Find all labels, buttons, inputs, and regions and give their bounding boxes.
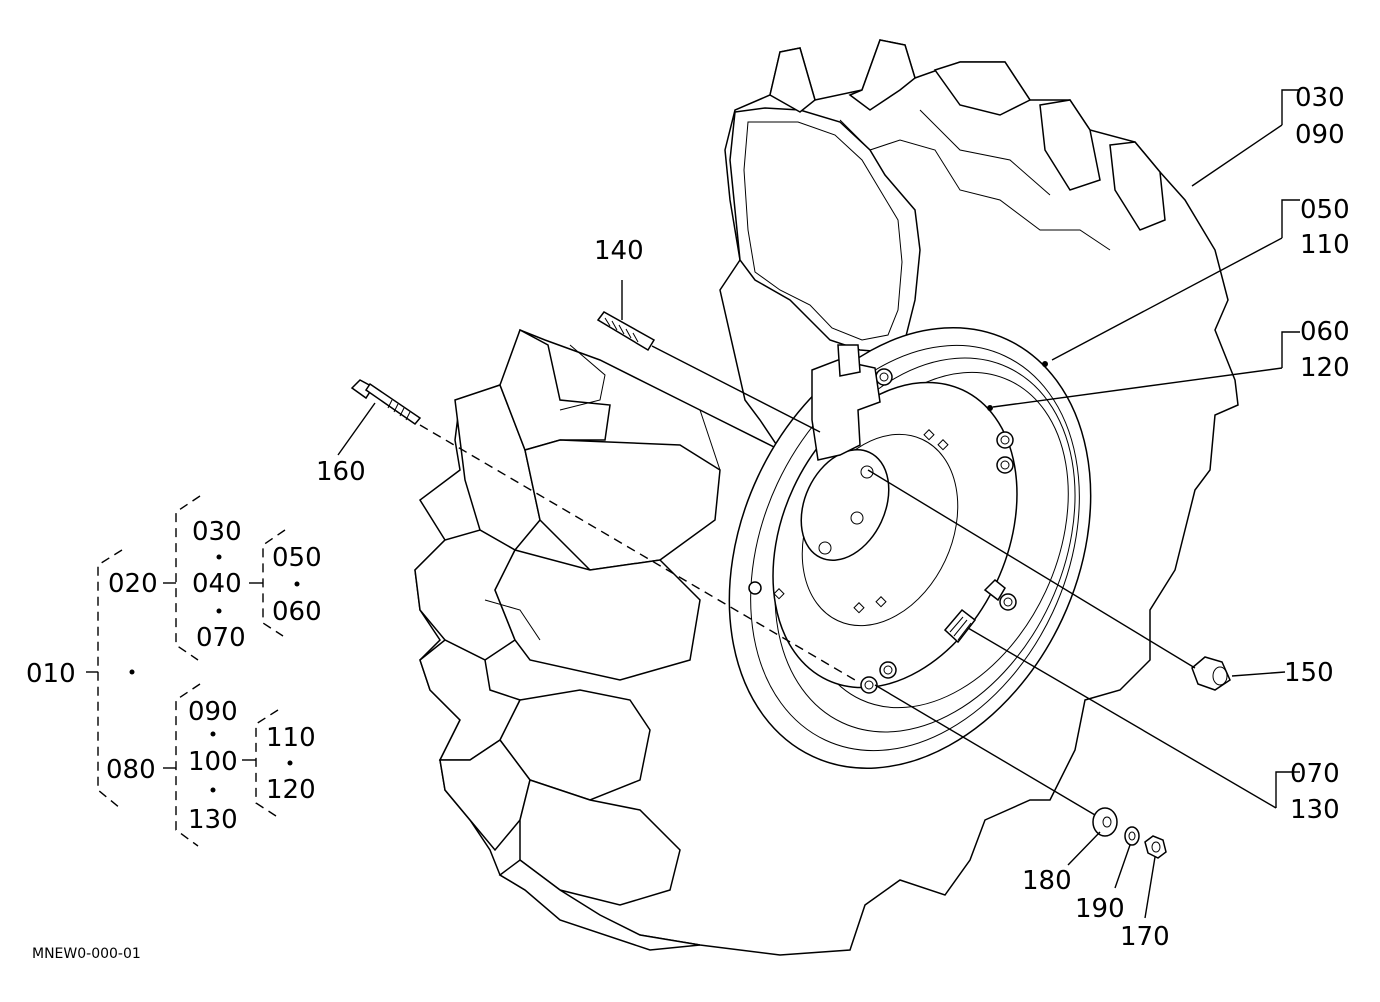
stud-bolt-140: [596, 280, 821, 433]
nut-170: [1144, 835, 1167, 859]
callout-070: 070: [1290, 759, 1340, 789]
tree-130: 130: [188, 805, 238, 835]
hardware-stack: [874, 684, 1167, 919]
callout-120: 120: [1300, 353, 1350, 383]
tread-lugs: [414, 328, 721, 951]
tree-050: 050: [272, 543, 322, 573]
callout-060: 060: [1300, 317, 1350, 347]
valve-stem: [983, 578, 1006, 602]
leader-lines: [967, 89, 1300, 809]
tree-070: 070: [196, 623, 246, 653]
callout-180: 180: [1022, 866, 1072, 896]
tree-100: 100: [188, 747, 238, 777]
washer-180: [1092, 807, 1118, 837]
tread-lugs-right: [769, 39, 1166, 251]
callout-140: 140: [594, 236, 644, 266]
callout-160: 160: [316, 457, 366, 487]
wheel-rim: [728, 327, 1092, 769]
bolt-160: [337, 379, 856, 681]
nut-150: [867, 469, 1286, 691]
callout-190: 190: [1075, 894, 1125, 924]
balance-plate: [943, 608, 977, 644]
callout-030: 030: [1295, 83, 1345, 113]
tree-020: 020: [108, 569, 158, 599]
callout-130: 130: [1290, 795, 1340, 825]
tree-110: 110: [266, 723, 316, 753]
callouts: 030 090 050 110 060 120 070 130 140 150 …: [316, 83, 1350, 952]
callout-150: 150: [1284, 658, 1334, 688]
drawing-code: MNEW0-000-01: [32, 946, 141, 962]
tree-080: 080: [106, 755, 156, 785]
assembly-tree: 010 020 030 040 070 050 060 080 090 100 …: [26, 495, 322, 847]
callout-050: 050: [1300, 195, 1350, 225]
callout-170: 170: [1120, 922, 1170, 952]
tree-120: 120: [266, 775, 316, 805]
tree-030: 030: [192, 517, 242, 547]
callout-110: 110: [1300, 230, 1350, 260]
center-hub-hole: [800, 449, 890, 561]
tree-010: 010: [26, 659, 76, 689]
tree-040: 040: [192, 569, 242, 599]
lock-washer-190: [1124, 826, 1140, 846]
tree-060: 060: [272, 597, 322, 627]
tree-090: 090: [188, 697, 238, 727]
callout-090: 090: [1295, 120, 1345, 150]
